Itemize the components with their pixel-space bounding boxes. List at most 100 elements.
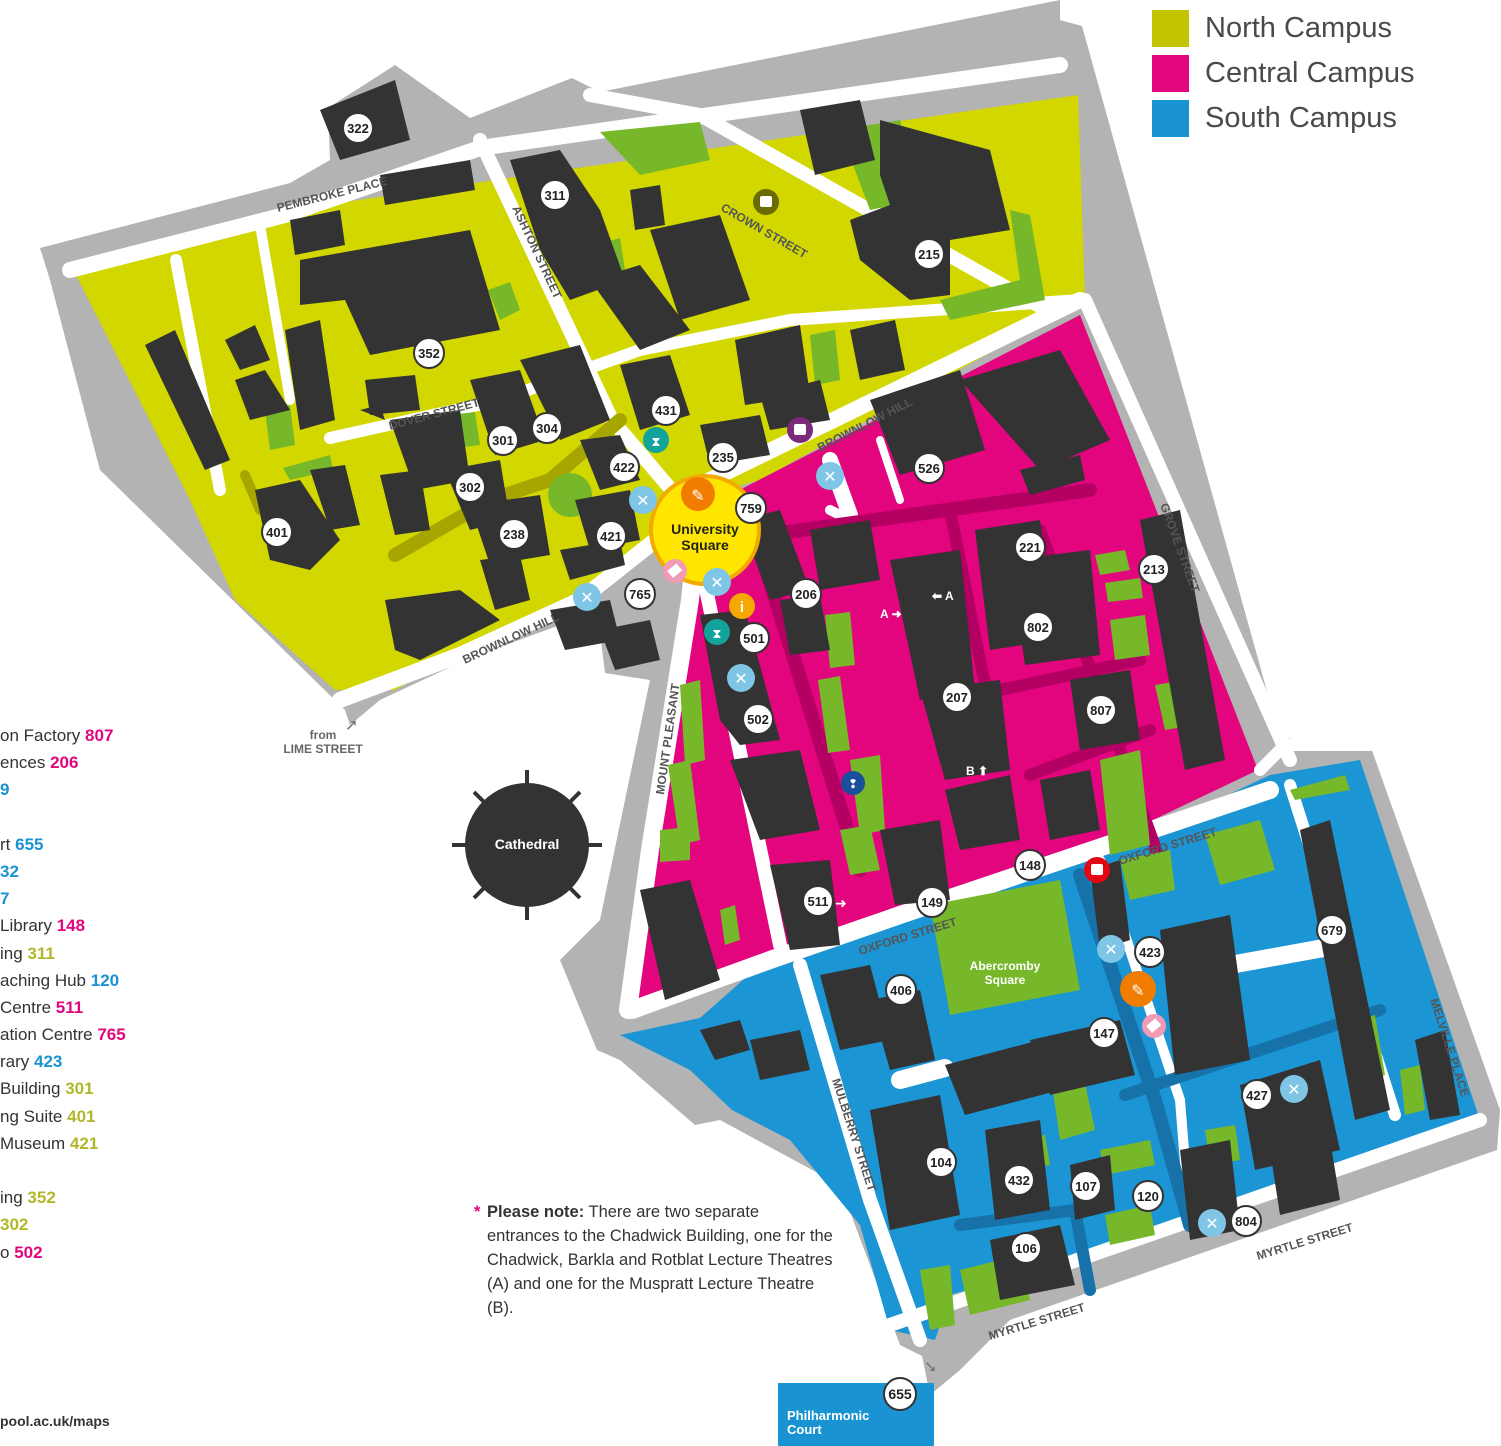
building-badge-301[interactable]: 301: [487, 424, 519, 456]
index-entry[interactable]: 9: [0, 776, 126, 803]
building-badge-120[interactable]: 120: [1132, 1180, 1164, 1212]
building-badge-802[interactable]: 802: [1022, 611, 1054, 643]
restaurant-icon[interactable]: ✕: [573, 583, 601, 611]
index-entry[interactable]: ences 206: [0, 749, 126, 776]
building-badge-432[interactable]: 432: [1003, 1164, 1035, 1196]
index-entry[interactable]: Museum 421: [0, 1130, 126, 1157]
index-entry[interactable]: ation Centre 765: [0, 1021, 126, 1048]
building-badge-311[interactable]: 311: [539, 179, 571, 211]
index-entry-number: 352: [27, 1188, 56, 1208]
building-badge-406[interactable]: 406: [885, 974, 917, 1006]
building-badge-235[interactable]: 235: [707, 441, 739, 473]
building-badge-352[interactable]: 352: [413, 337, 445, 369]
index-entry[interactable]: rt 655: [0, 831, 126, 858]
index-entry[interactable]: rary 423: [0, 1048, 126, 1075]
svg-text:❢: ❢: [848, 777, 858, 791]
building-badge-422[interactable]: 422: [608, 451, 640, 483]
building-badge-107[interactable]: 107: [1070, 1170, 1102, 1202]
building-badge-149[interactable]: 149: [916, 886, 948, 918]
building-badge-104[interactable]: 104: [925, 1146, 957, 1178]
building-badge-322[interactable]: 322: [342, 112, 374, 144]
legend-north: North Campus: [1152, 6, 1415, 51]
building-badge-501[interactable]: 501: [738, 622, 770, 654]
building-number: 207: [946, 690, 968, 705]
index-entry[interactable]: ing 311: [0, 940, 126, 967]
svg-text:✕: ✕: [580, 590, 593, 607]
index-entry[interactable]: ing 352: [0, 1184, 126, 1211]
restaurant-icon[interactable]: ✕: [1280, 1075, 1308, 1103]
exam-venue-icon[interactable]: ✎: [681, 477, 715, 511]
philharmonic-court[interactable]: Philharmonic Court 655: [778, 1377, 934, 1446]
index-entry[interactable]: aching Hub 120: [0, 967, 126, 994]
index-entry[interactable]: Centre 511: [0, 994, 126, 1021]
index-entry[interactable]: o 502: [0, 1239, 126, 1266]
building-number: 235: [712, 450, 734, 465]
building-badge-655[interactable]: 655: [883, 1377, 917, 1411]
building-badge-427[interactable]: 427: [1241, 1079, 1273, 1111]
building-badge-401[interactable]: 401: [261, 516, 293, 548]
building-number: 148: [1019, 858, 1041, 873]
index-entry[interactable]: on Factory 807: [0, 722, 126, 749]
index-entry[interactable]: 7: [0, 885, 126, 912]
toilets-icon[interactable]: ⧗: [643, 427, 669, 453]
restaurant-icon[interactable]: ✕: [629, 486, 657, 514]
building-badge-807[interactable]: 807: [1085, 694, 1117, 726]
building-badge-423[interactable]: 423: [1134, 936, 1166, 968]
building-number: 149: [921, 895, 943, 910]
bus-stop-icon[interactable]: [787, 417, 813, 443]
index-entry-number: 502: [14, 1242, 43, 1262]
building-badge-431[interactable]: 431: [650, 394, 682, 426]
index-entry[interactable]: ng Suite 401: [0, 1103, 126, 1130]
restaurant-icon[interactable]: ✕: [727, 664, 755, 692]
restaurant-icon[interactable]: ✕: [1198, 1209, 1226, 1237]
building-number: 401: [266, 525, 288, 540]
building-badge-804[interactable]: 804: [1230, 1205, 1262, 1237]
building-badge-526[interactable]: 526: [913, 452, 945, 484]
building-badge-207[interactable]: 207: [941, 681, 973, 713]
index-entry[interactable]: Building 301: [0, 1075, 126, 1102]
footsteps-icon[interactable]: ❢: [841, 771, 865, 795]
building-badge-679[interactable]: 679: [1316, 914, 1348, 946]
building-number: 302: [459, 480, 481, 495]
bus-stop-icon[interactable]: [1084, 857, 1110, 883]
building-badge-304[interactable]: 304: [531, 412, 563, 444]
building-badge-206[interactable]: 206: [790, 578, 822, 610]
restaurant-icon[interactable]: ✕: [816, 462, 844, 490]
exam-venue-icon[interactable]: ✎: [1120, 971, 1156, 1007]
index-entry[interactable]: 302: [0, 1211, 126, 1238]
building-badge-421[interactable]: 421: [595, 520, 627, 552]
index-entry-number: 7: [0, 889, 10, 909]
information-icon[interactable]: i: [729, 593, 755, 619]
index-entry[interactable]: 32: [0, 858, 126, 885]
building-badge-221[interactable]: 221: [1014, 531, 1046, 563]
building-badge-215[interactable]: 215: [913, 238, 945, 270]
arrow-icon: ➜: [835, 895, 847, 911]
building-badge-759[interactable]: 759: [735, 492, 767, 524]
ticket-icon[interactable]: [1142, 1014, 1166, 1038]
restaurant-icon[interactable]: ✕: [703, 568, 731, 596]
index-entry[interactable]: Library 148: [0, 912, 126, 939]
building-badge-765[interactable]: 765: [624, 578, 656, 610]
building-badge-147[interactable]: 147: [1088, 1017, 1120, 1049]
building-badge-511[interactable]: 511: [802, 885, 834, 917]
index-entry-name: ng Suite: [0, 1106, 68, 1126]
building-badge-502[interactable]: 502: [742, 703, 774, 735]
ticket-icon[interactable]: [663, 559, 687, 583]
building-badge-213[interactable]: 213: [1138, 553, 1170, 585]
bus-stop-icon[interactable]: [753, 189, 779, 215]
building-number: 213: [1143, 562, 1165, 577]
building-badge-106[interactable]: 106: [1010, 1232, 1042, 1264]
building-number: 807: [1090, 703, 1112, 718]
cathedral[interactable]: Cathedral: [452, 770, 602, 920]
building-badge-148[interactable]: 148: [1014, 849, 1046, 881]
building-badge-238[interactable]: 238: [498, 518, 530, 550]
index-entry-name: Museum: [0, 1133, 70, 1153]
svg-text:✎: ✎: [1131, 983, 1144, 1000]
maps-url[interactable]: pool.ac.uk/maps: [0, 1413, 110, 1429]
index-entry[interactable]: [0, 804, 126, 831]
index-entry[interactable]: [0, 1157, 126, 1184]
toilets-icon[interactable]: ⧗: [704, 619, 730, 645]
restaurant-icon[interactable]: ✕: [1097, 935, 1125, 963]
building-badge-302[interactable]: 302: [454, 471, 486, 503]
